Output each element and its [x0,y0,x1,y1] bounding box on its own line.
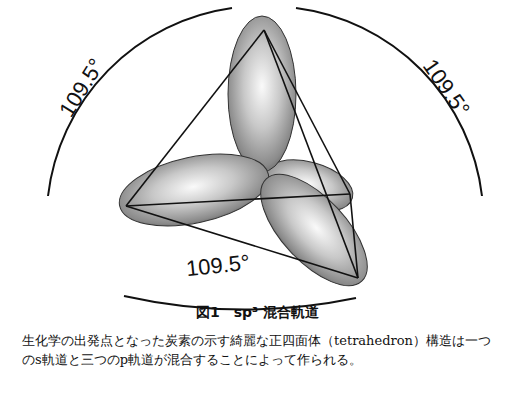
right-lobe [243,157,385,303]
angle-label: 109.5° [419,56,474,121]
figure-caption: 生化学の出発点となった炭素の示す綺麗な正四面体（tetrahedron）構造は一… [22,331,498,369]
angle-label: 109.5° [185,252,251,281]
angle-label: 109.5° [56,55,108,121]
top-lobe [228,16,296,172]
angle-arcs [48,8,482,310]
tetrahedron-edges [126,30,358,278]
figure-title: 図1 sp³ 混合軌道 [0,304,515,321]
left-lobe [113,142,275,238]
